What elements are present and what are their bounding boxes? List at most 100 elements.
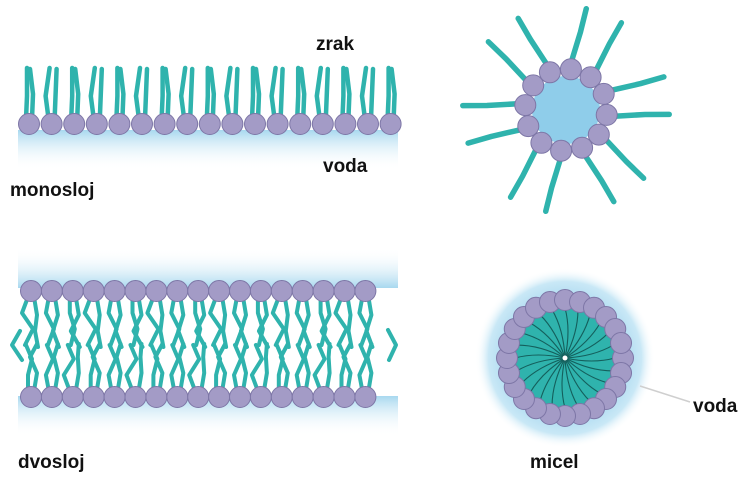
lipid-tail (388, 68, 389, 119)
lipid-head (312, 114, 333, 135)
lipid-tail (26, 68, 27, 119)
label-water-monolayer: voda (323, 156, 367, 178)
lipid-head (188, 387, 209, 408)
lipid-head (209, 281, 230, 302)
lipid-tail (85, 297, 96, 345)
lipid-head (146, 281, 167, 302)
label-water-micelle: voda (693, 396, 737, 418)
lipid-head (222, 114, 243, 135)
lipid-tail (366, 297, 372, 347)
lipid-tail (75, 69, 78, 119)
lipid-tail (511, 151, 536, 197)
lipid-head (132, 114, 153, 135)
lipid-head (146, 387, 167, 408)
lipid-tail (617, 114, 670, 116)
lipid-tail (371, 69, 373, 119)
lipid-tail (46, 297, 54, 345)
lipid-head (230, 387, 251, 408)
lipid-head (62, 281, 83, 302)
lipid-tail (76, 344, 79, 391)
lipid-tail (326, 69, 328, 119)
lipid-tail (392, 69, 395, 119)
lipid-tail (53, 297, 59, 347)
lipid-tail (116, 68, 117, 119)
lipid-tail (147, 297, 158, 345)
water-leader-line (640, 386, 690, 402)
lipid-head (313, 281, 334, 302)
lipid-head (518, 116, 539, 137)
lipid-head (125, 387, 146, 408)
lipid-head (355, 387, 376, 408)
label-bilayer: dvosloj (18, 452, 85, 474)
lipid-head (41, 281, 62, 302)
lipid-head (86, 114, 107, 135)
lipid-tail (546, 161, 560, 212)
lipid-head (271, 387, 292, 408)
lipid-tail (100, 69, 102, 119)
lipid-head (125, 281, 146, 302)
lipid-head (21, 387, 42, 408)
monolayer-panel (18, 68, 401, 170)
lipid-tail (362, 68, 366, 119)
lipid-head (104, 281, 125, 302)
lipid-tail (252, 345, 262, 391)
lipid-tail (46, 345, 53, 391)
lipid-tail (367, 344, 371, 391)
lipid-tail (179, 344, 183, 391)
lipid-head (292, 387, 313, 408)
lipid-head (209, 387, 230, 408)
lipid-tail (348, 297, 352, 347)
lipid-tail (235, 69, 237, 119)
lipid-head (245, 114, 266, 135)
lipid-tail (109, 297, 117, 345)
label-monolayer: monosloj (10, 180, 94, 202)
lipid-head (199, 114, 220, 135)
lipid-tail (597, 23, 622, 69)
lipid-tail (297, 297, 305, 345)
lipid-tail (97, 297, 101, 347)
lipid-tail (281, 69, 283, 119)
lipid-tail (488, 42, 525, 80)
lipid-tail (607, 141, 644, 179)
lipid-tail (359, 345, 366, 391)
lipid-head (64, 114, 85, 135)
lipid-tail (12, 331, 22, 360)
lipid-tail (518, 18, 546, 63)
lipid-tail (171, 345, 178, 391)
lipid-tail (210, 297, 221, 345)
lipid-tail (109, 345, 116, 391)
lipid-head (335, 114, 356, 135)
lipid-tail (272, 68, 276, 119)
lipid-head (290, 114, 311, 135)
lipid-tail (463, 104, 516, 106)
lipid-tail (613, 77, 664, 90)
lipid-head (271, 281, 292, 302)
lipid-head (154, 114, 175, 135)
lipid-head (560, 59, 581, 80)
bilayer-panel (12, 248, 398, 436)
lipid-tail (234, 297, 242, 345)
lipid-head (292, 281, 313, 302)
lipid-tail (273, 297, 284, 345)
lipid-tail (285, 297, 289, 347)
lipid-tail (55, 69, 57, 119)
lipid-head (596, 104, 617, 125)
lipid-tail (159, 297, 163, 347)
lipid-head (313, 387, 334, 408)
lipid-head (593, 83, 614, 104)
lipid-tail (388, 330, 396, 360)
lipid-tail (572, 9, 586, 60)
lipid-tail (171, 297, 179, 345)
lipid-tail (162, 68, 163, 119)
bilayer-tails (12, 297, 396, 391)
lipid-tail (166, 69, 169, 119)
lipid-tail (181, 68, 185, 119)
lipid-tail (145, 69, 147, 119)
lipid-head (83, 281, 104, 302)
lipid-tail (46, 68, 50, 119)
monolayer-tails (26, 68, 395, 119)
lipid-head (572, 137, 593, 158)
lipid-tail (242, 344, 246, 391)
lipid-tail (139, 344, 142, 391)
